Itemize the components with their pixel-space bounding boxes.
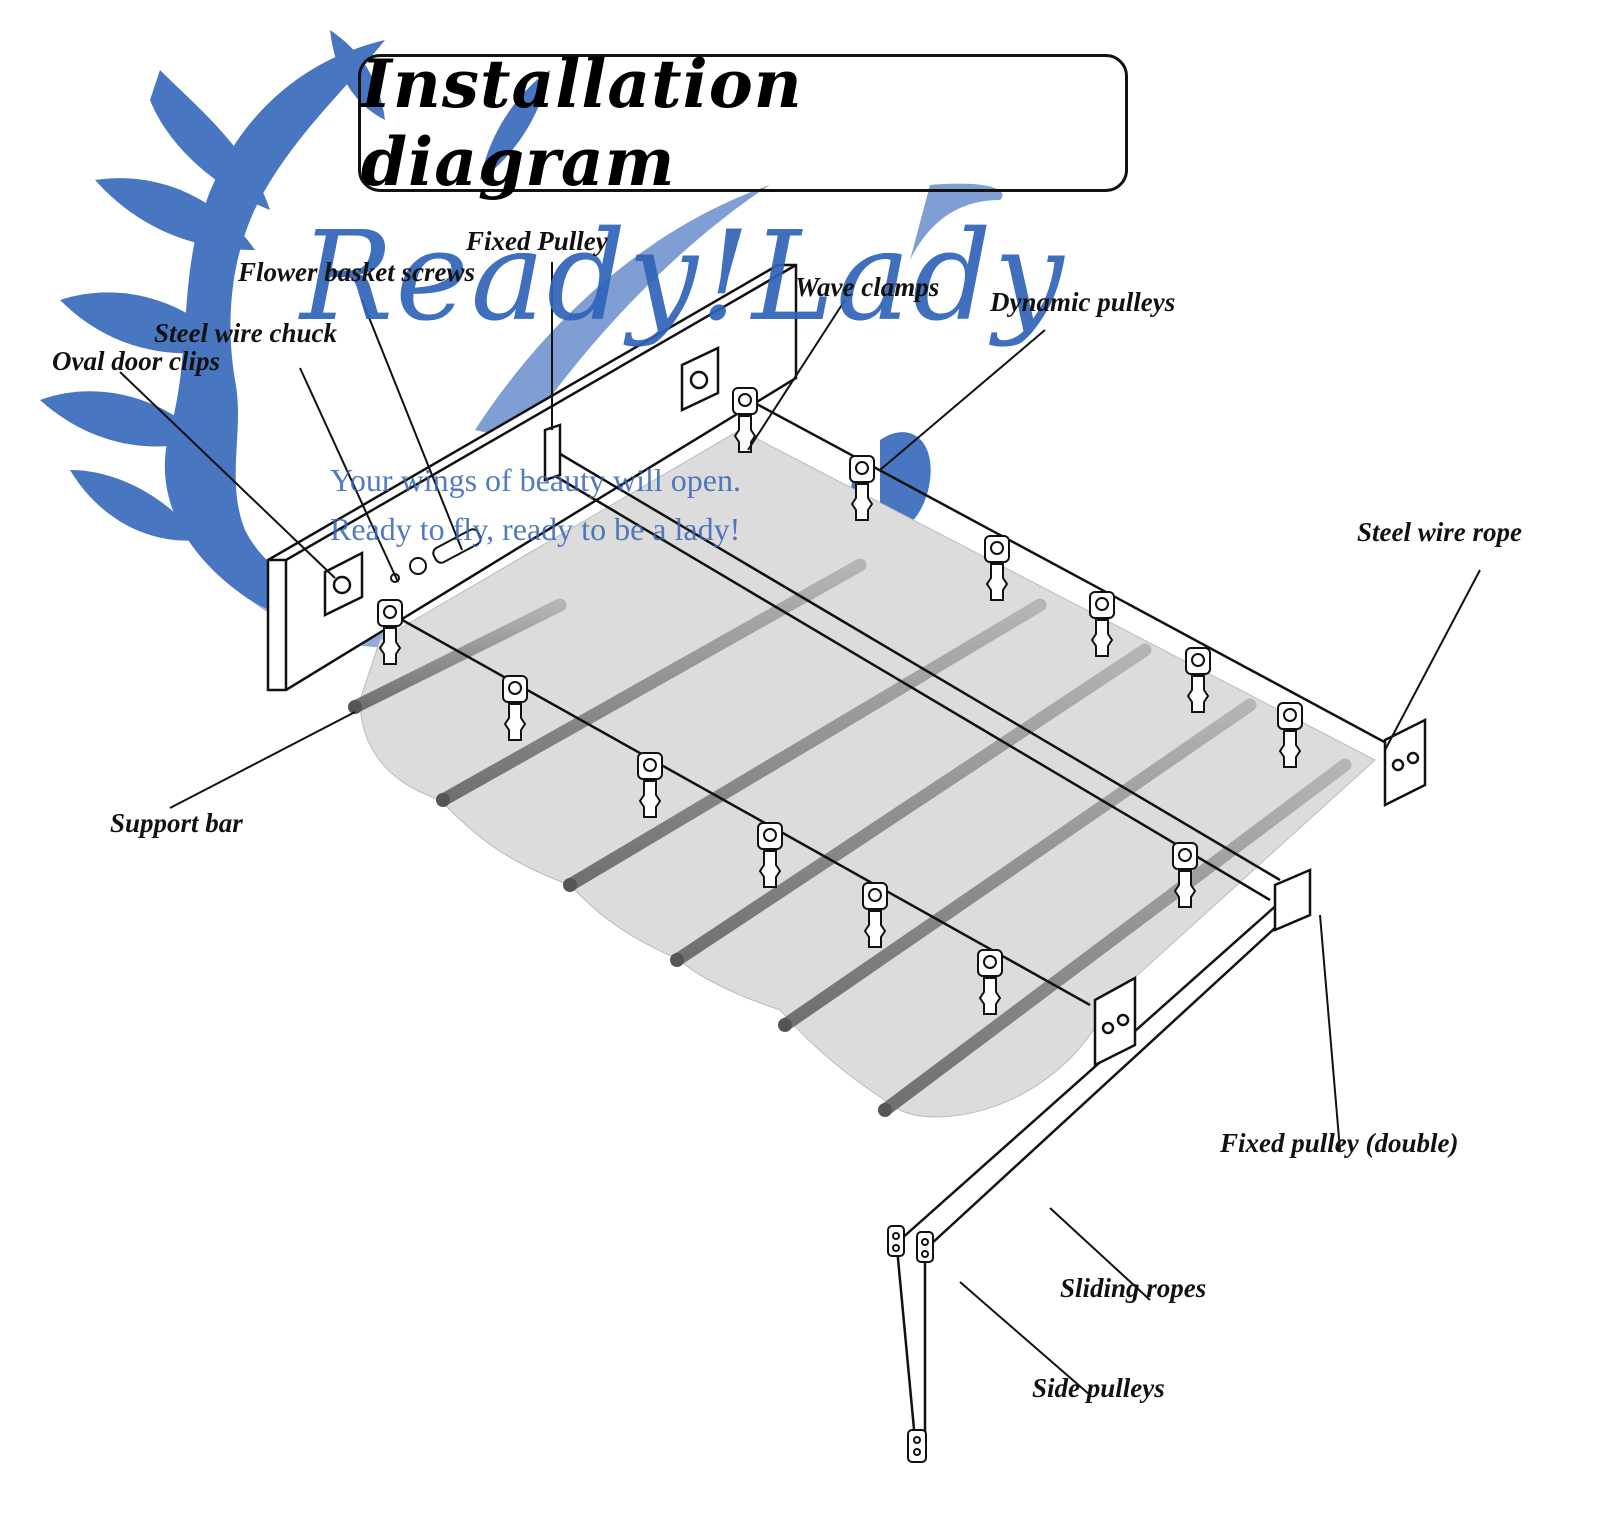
tagline-line-1: Your wings of beauty will open. [330, 462, 741, 498]
brand-watermark: Ready!Lady [300, 205, 1066, 349]
wave-clamp [733, 415, 757, 453]
label-oval-door-clips: Oval door clips [52, 346, 220, 376]
pulley-unit [977, 949, 1003, 1015]
label-dynamic-pulleys: Dynamic pulleys [990, 287, 1176, 317]
label-fixed-pulley: Fixed Pulley [466, 226, 608, 256]
pulley-unit [1172, 842, 1198, 908]
pulley-unit [862, 882, 888, 948]
wave-clamp [503, 703, 527, 741]
pulley-unit [1089, 591, 1115, 657]
support-bar-end-caps [348, 700, 892, 1117]
dynamic-pulley-units [377, 387, 1303, 1015]
diagram-title: Installation diagram [361, 45, 803, 201]
pulley-unit [377, 599, 403, 665]
wave-clamp [638, 780, 662, 818]
label-wave-clamps: Wave clamps [795, 272, 940, 302]
support-bars [348, 558, 1352, 1117]
pulley-unit [1185, 647, 1211, 713]
pulley-unit [502, 675, 528, 741]
label-steel-wire-rope: Steel wire rope [1357, 517, 1522, 547]
wave-clamp [1186, 675, 1210, 713]
sliding-ropes [895, 894, 1301, 1441]
leader-lines [119, 262, 1481, 1396]
pulley-unit [1277, 702, 1303, 768]
wave-clamp [985, 563, 1009, 601]
label-flower-basket-screws: Flower basket screws [238, 257, 476, 287]
wall-board [266, 263, 798, 692]
label-support-bar: Support bar [110, 808, 243, 838]
label-side-pulleys: Side pulleys [1032, 1373, 1165, 1403]
wave-clamp [758, 850, 782, 888]
tagline-line-2: Ready to fly, ready to be a lady! [330, 511, 741, 547]
wave-clamp [378, 627, 402, 665]
wave-clamp [850, 483, 874, 521]
wave-clamp [1090, 619, 1114, 657]
wave-clamp [1278, 730, 1302, 768]
wave-clamp [978, 977, 1002, 1015]
pulley-unit [984, 535, 1010, 601]
wave-clamp [1173, 870, 1197, 908]
label-fixed-pulley-double: Fixed pulley (double) [1220, 1128, 1459, 1158]
title-box: Installation diagram [358, 45, 1128, 201]
pulley-unit [732, 387, 758, 453]
pulley-unit [637, 752, 663, 818]
side-pulleys [887, 1225, 934, 1463]
pulley-unit [757, 822, 783, 888]
wave-clamp [863, 910, 887, 948]
anchor-plates [323, 346, 1427, 1068]
pulley-unit [849, 455, 875, 521]
label-sliding-ropes: Sliding ropes [1060, 1273, 1207, 1303]
label-steel-wire-chuck: Steel wire chuck [154, 318, 337, 348]
